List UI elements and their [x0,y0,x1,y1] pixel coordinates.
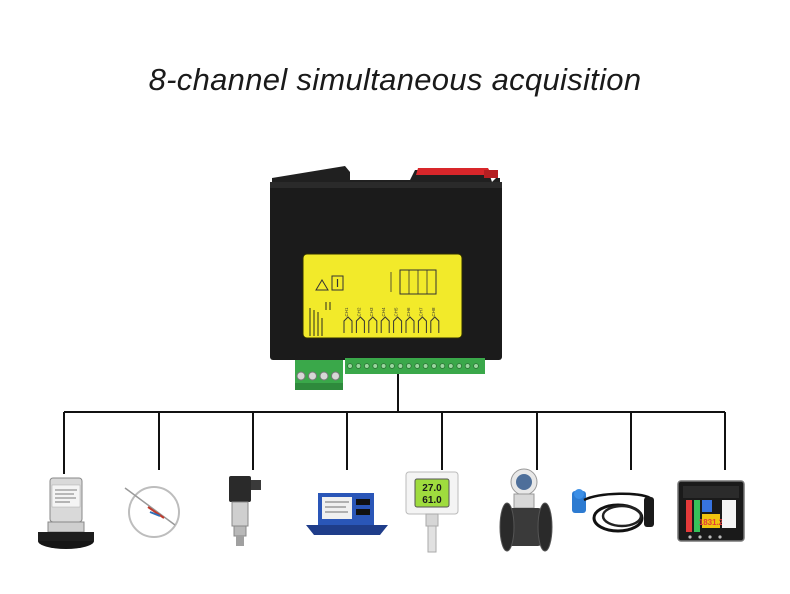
current-transmitter-device [306,493,388,535]
screw-terminal [464,363,471,369]
lcd-display [414,478,450,508]
channel-label: CH6 [406,307,411,316]
screw-terminal [439,363,446,369]
channel-label: CH2 [356,307,361,316]
screw-terminal [422,363,429,369]
screw-terminal [380,363,387,369]
channel-symbol-3: CH3 [368,307,378,333]
page-title: 8-channel simultaneous acquisition [148,62,642,97]
channel-label: CH3 [369,307,374,316]
screw-terminal [473,363,479,369]
channel-label: CH5 [394,307,399,316]
acquisition-module: CH1 CH2 CH3 CH4 CH5 CH6 CH7 CH8 [270,166,502,390]
panel-display-device: 1831.2 [677,480,745,542]
screw-terminal [347,363,353,369]
screw-terminal [363,363,370,369]
flowmeter-device [499,468,553,552]
screw-terminal [397,363,404,369]
screw-terminal [296,371,306,381]
screw-terminal [389,363,395,369]
input-dip-switch [390,269,437,295]
screw-terminal [308,371,317,381]
screw-terminal [372,363,379,369]
label-panel [302,253,463,339]
screw-terminal [405,363,412,369]
warning-icon [315,275,344,291]
channel-symbol-1: CH1 [343,307,353,333]
pressure-transmitter-device [38,477,94,549]
screw-terminal [355,363,362,369]
pressure-sensor-device [229,476,261,546]
screw-terminal [447,363,454,369]
channel-symbol-2: CH2 [355,307,365,333]
display-value-temp: 27.0 [422,483,442,494]
red-release-tab [416,168,492,175]
wiring-tree [63,374,726,474]
channel-symbols: CH1 CH2 CH3 CH4 CH5 CH6 CH7 CH8 [343,307,440,333]
channel-label: CH8 [431,307,436,316]
temp-humidity-transmitter-device: 27.0 61.0 [405,471,459,553]
screw-terminal [431,363,437,369]
level-sensor-device [572,489,654,533]
channel-label: CH1 [344,307,349,316]
screw-terminal [319,371,329,381]
channel-symbol-4: CH4 [380,307,390,333]
channel-label: CH4 [381,307,386,316]
thermocouple-device [124,486,180,538]
channel-symbol-7: CH7 [417,307,427,333]
channel-symbol-6: CH6 [405,307,415,333]
screw-terminal [414,363,421,369]
display-value-humidity: 61.0 [422,495,442,506]
channel-symbol-5: CH5 [393,307,403,333]
panel-readout: 1831.2 [699,518,724,527]
channel-label: CH7 [418,307,423,316]
channel-symbol-8: CH8 [430,307,440,333]
screw-terminal [331,371,340,381]
screw-terminal [456,363,463,369]
